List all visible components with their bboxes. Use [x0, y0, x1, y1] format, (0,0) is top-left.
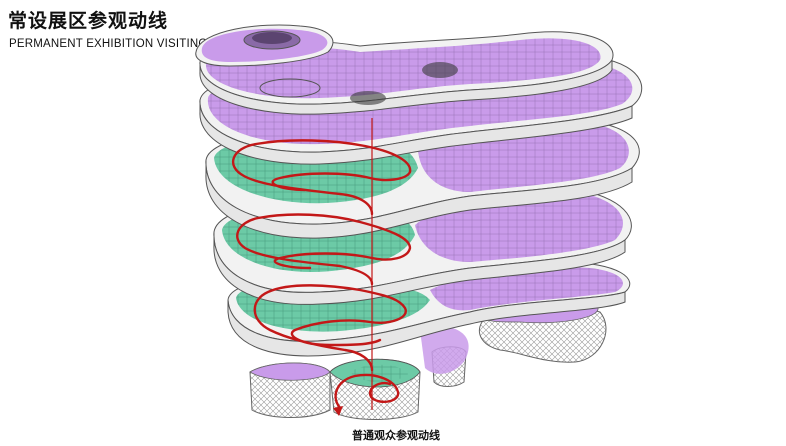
floor-6	[195, 24, 334, 67]
route-caption: 普通观众参观动线	[352, 429, 440, 442]
visitor-route	[232, 139, 412, 410]
route-start-arrow	[333, 406, 343, 416]
title-chinese: 常设展区参观动线	[8, 10, 169, 32]
title-english: PERMANENT EXHIBITION VISITING ROUTE	[9, 38, 253, 50]
ground-level	[249, 300, 607, 420]
